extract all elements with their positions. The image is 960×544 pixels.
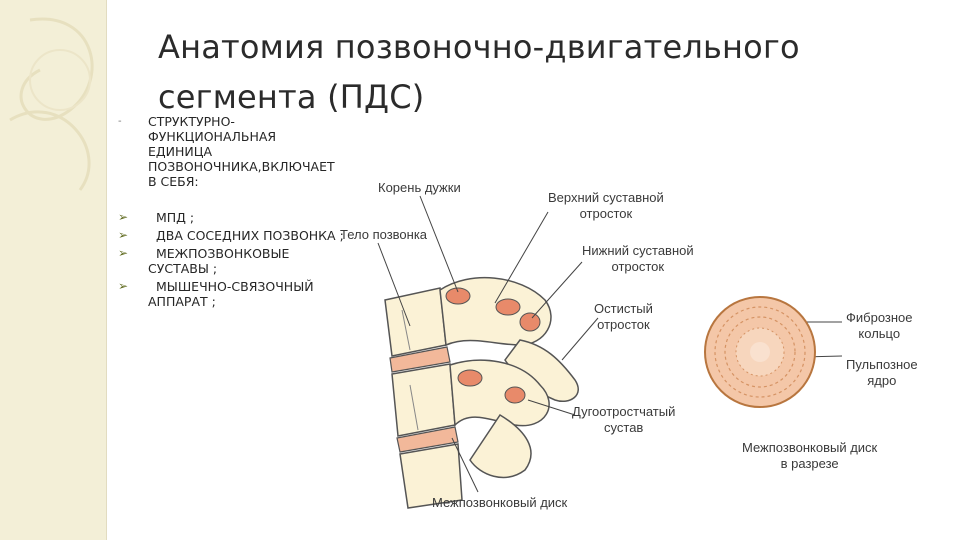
vertebral-body-illustration: [384, 287, 463, 509]
label-telo-pozvonka: Тело позвонка: [340, 227, 428, 242]
title-line-2: сегмента (ПДС): [158, 78, 425, 116]
label-fibroznoe-koltso: Фиброзное кольцо: [846, 310, 913, 342]
label-line: отросток: [611, 259, 665, 274]
label-nizhniy-sustavnoy: Нижний суставной отросток: [582, 243, 694, 275]
bullet-list: ➢ МПД ; ➢ ДВА СОСЕДНИХ ПОЗВОНКА ; ➢ МЕЖП…: [118, 210, 348, 312]
disc-cross-section-illustration: [704, 296, 816, 408]
decorative-swirl-icon: [9, 17, 94, 191]
decorative-side-band: [0, 0, 106, 540]
label-line: Верхний суставной: [548, 190, 664, 205]
label-line: Пульпозное: [846, 357, 918, 372]
list-item: ➢ МПД ;: [118, 210, 348, 225]
label-mezhpozv-disk: Межпозвонковый диск: [432, 495, 568, 510]
label-koren-duzhki: Корень дужки: [378, 180, 461, 195]
label-line: Остистый: [594, 301, 653, 316]
leader-lines: [377, 195, 843, 493]
label-line: Нижний суставной: [582, 243, 694, 258]
label-line: отросток: [597, 317, 650, 332]
list-item: ➢ МЕЖПОЗВОНКОВЫЕ СУСТАВЫ ;: [118, 246, 348, 276]
label-line: сустав: [604, 420, 644, 435]
bullet-text: ДВА СОСЕДНИХ ПОЗВОНКА ;: [156, 228, 344, 243]
bullet-text: МЫШЕЧНО-СВЯЗОЧНЫЙ АППАРАТ ;: [148, 279, 314, 309]
label-line: кольцо: [858, 326, 901, 341]
arrow-bullet-icon: ➢: [118, 210, 129, 224]
title-line-1: Анатомия позвоночно-двигательного: [158, 28, 800, 66]
arrow-bullet-icon: ➢: [118, 228, 129, 242]
label-line: Дугоотростчатый: [572, 404, 676, 419]
arrow-bullet-icon: ➢: [118, 279, 129, 293]
label-dugootrostchatyi: Дугоотростчатый сустав: [572, 404, 675, 436]
intro-text: СТРУКТУРНО-ФУНКЦИОНАЛЬНАЯ ЕДИНИЦА ПОЗВОН…: [148, 114, 335, 189]
bullet-text: МЕЖПОЗВОНКОВЫЕ СУСТАВЫ ;: [148, 246, 290, 276]
label-line: в разрезе: [780, 456, 839, 471]
label-ostistyi: Остистый отросток: [594, 301, 653, 333]
slide-title: Анатомия позвоночно-двигательного сегмен…: [158, 22, 858, 122]
label-line: Фиброзное: [846, 310, 913, 325]
intro-dash: -: [118, 116, 122, 127]
label-line: ядро: [867, 373, 897, 388]
posterior-elements-illustration: [439, 276, 579, 479]
side-divider: [106, 0, 107, 540]
arrow-bullet-icon: ➢: [118, 246, 129, 260]
label-line: Межпозвонковый диск: [742, 440, 878, 455]
list-item: ➢ МЫШЕЧНО-СВЯЗОЧНЫЙ АППАРАТ ;: [118, 279, 348, 309]
list-item: ➢ ДВА СОСЕДНИХ ПОЗВОНКА ;: [118, 228, 348, 243]
label-verkhniy-sustavnoy: Верхний суставной отросток: [548, 190, 664, 222]
label-line: отросток: [579, 206, 633, 221]
label-disk-v-razreze: Межпозвонковый диск в разрезе: [742, 440, 877, 472]
label-pulpoznoe-yadro: Пульпозное ядро: [846, 357, 918, 389]
bullet-text: МПД ;: [156, 210, 195, 225]
